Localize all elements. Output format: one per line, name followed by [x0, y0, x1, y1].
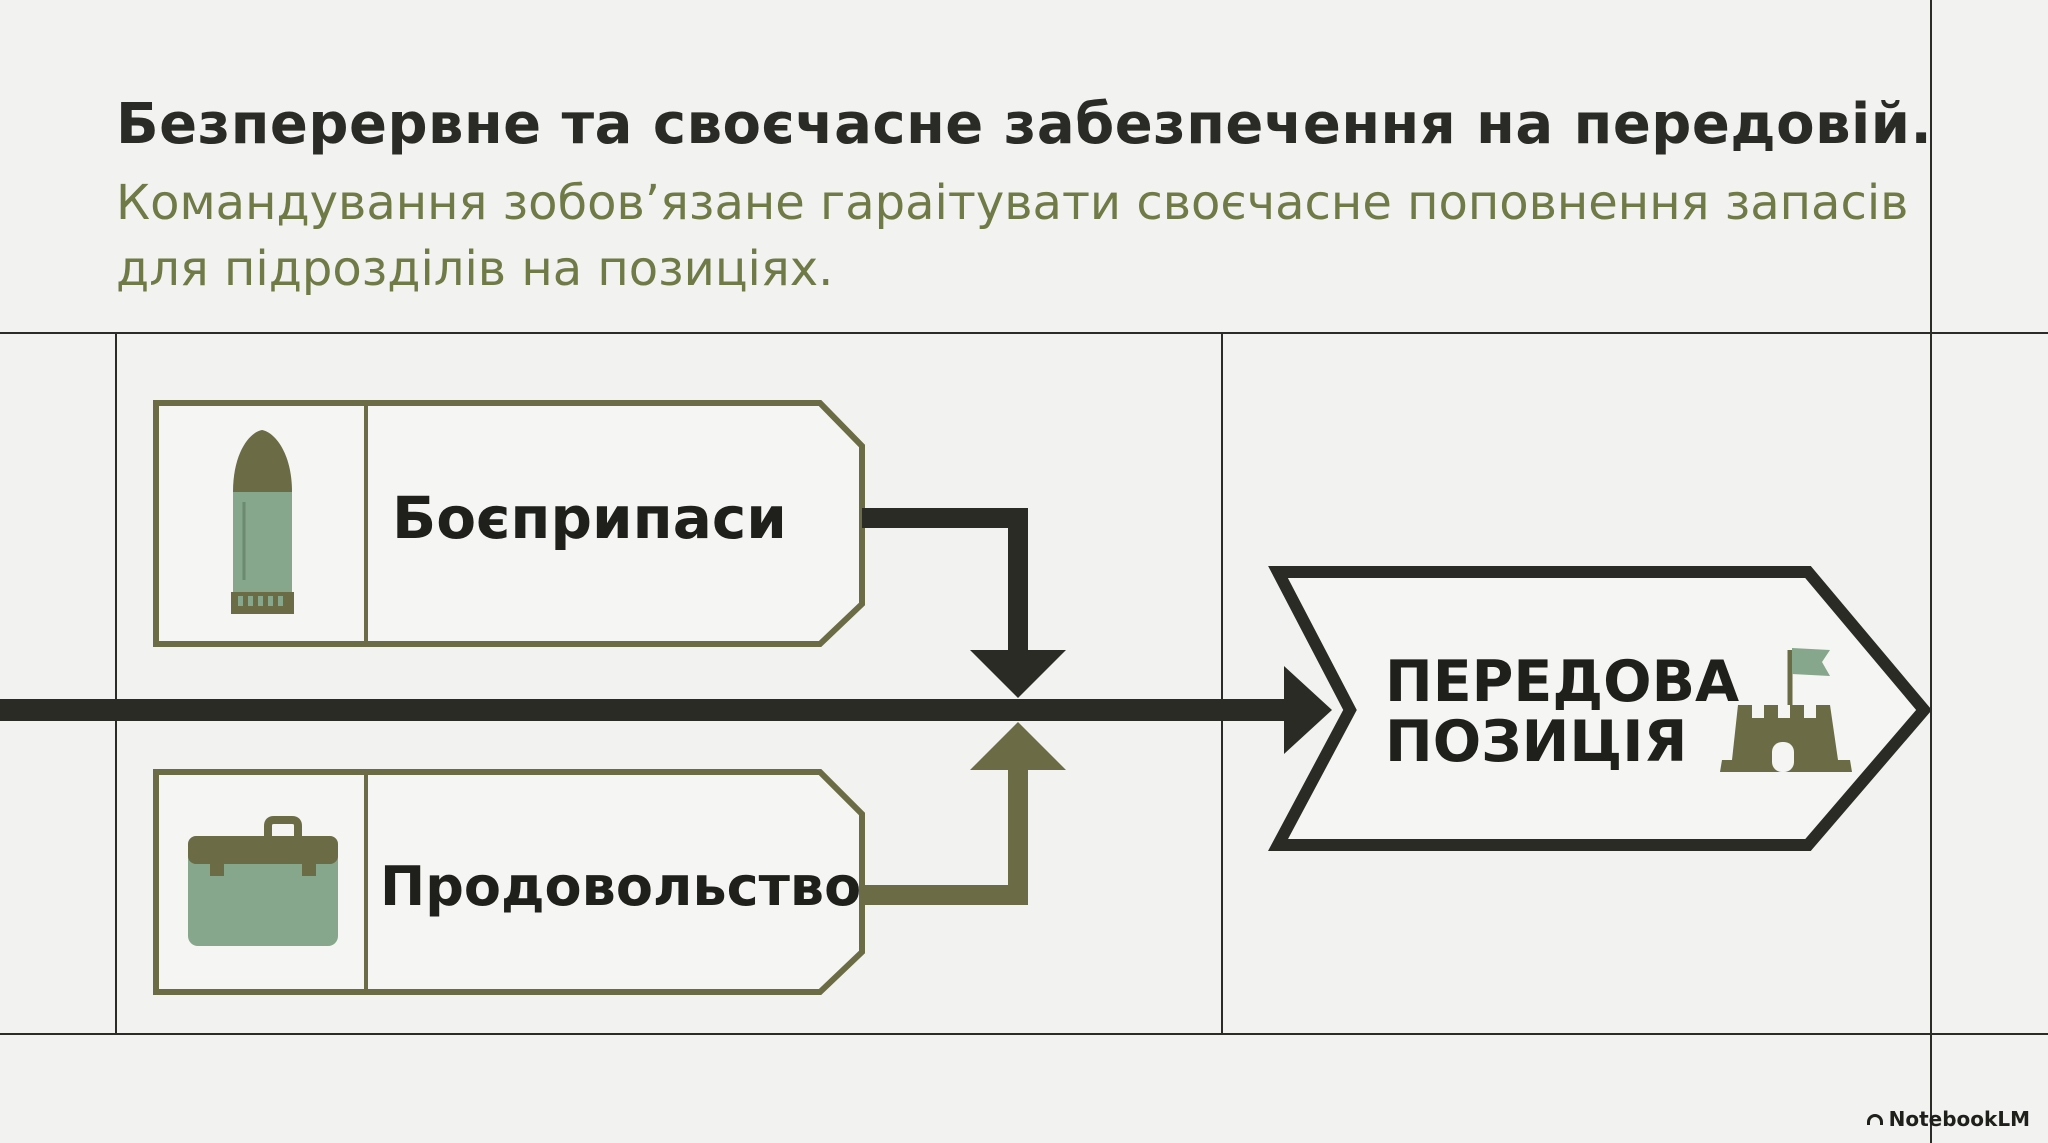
- destination-label-line1: ПЕРЕДОВА: [1385, 649, 1740, 715]
- food-connector: [862, 768, 1028, 905]
- destination-label-line2: ПОЗИЦІЯ: [1385, 709, 1688, 775]
- main-flow-arrowhead: [1284, 666, 1332, 754]
- food-arrowhead: [970, 722, 1066, 770]
- page-title: Безперервне та своєчасне забезпечення на…: [116, 92, 1933, 157]
- grid-line-left: [115, 332, 117, 1035]
- ammo-connector: [862, 508, 1028, 650]
- page-subtitle: Командування зобов’язане гараітувати сво…: [116, 175, 1909, 297]
- bullet-icon: [231, 430, 294, 614]
- food-label: Продовольство: [380, 855, 862, 918]
- grid-line-middle: [1221, 332, 1223, 1035]
- main-flow-line: [0, 699, 1290, 721]
- grid-line-top: [0, 332, 2048, 334]
- fortress-flag-icon: [1720, 648, 1852, 772]
- destination-label: ПЕРЕДОВА ПОЗИЦІЯ: [1385, 652, 1739, 772]
- brand-name: NotebookLM: [1888, 1107, 2030, 1131]
- notebooklm-logo-icon: [1866, 1113, 1883, 1125]
- destination-chevron: [1268, 566, 1932, 851]
- box-icon: [188, 816, 338, 946]
- ammo-label: Боєприпаси: [392, 484, 787, 552]
- grid-line-right: [1930, 0, 1932, 1143]
- brand-watermark: NotebookLM: [1866, 1107, 2030, 1131]
- ammo-arrowhead: [970, 650, 1066, 698]
- ammo-box: [153, 400, 865, 647]
- grid-line-bottom: [0, 1033, 2048, 1035]
